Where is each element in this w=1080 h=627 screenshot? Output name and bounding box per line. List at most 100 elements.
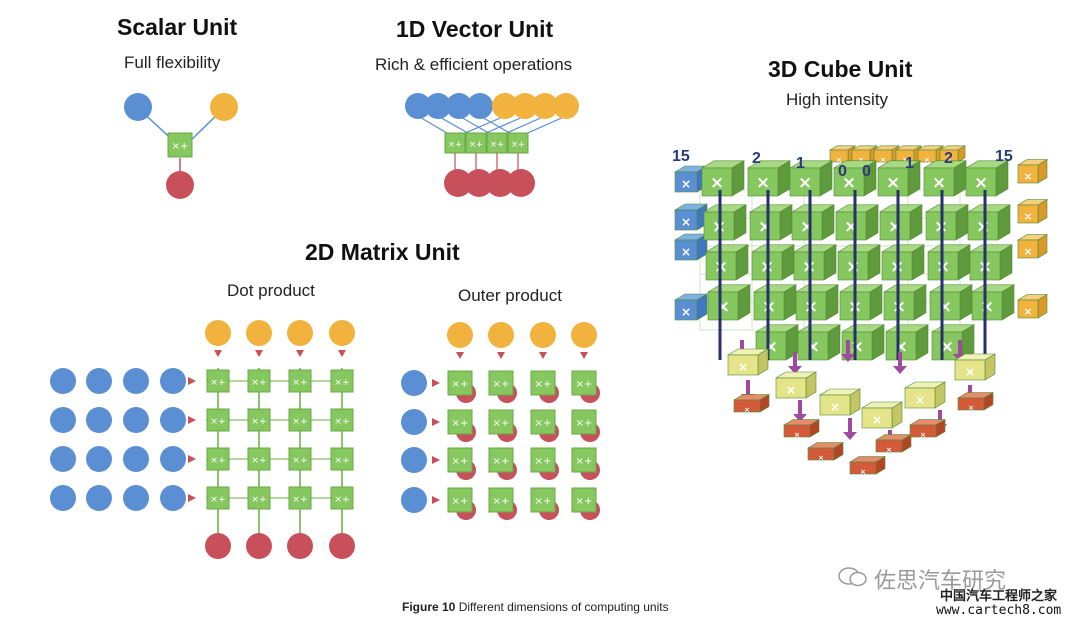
block-front xyxy=(967,211,999,241)
outer-product-diagram: ×+×+×+×+×+×+×+×+×+×+×+×+×+×+×+×+ xyxy=(401,322,600,520)
dot-top-input xyxy=(287,320,313,346)
op-symbol: ×+ xyxy=(251,377,266,388)
purple-arrow-head xyxy=(793,414,807,422)
purple-arrow-head xyxy=(893,366,907,374)
block-symbol: × xyxy=(744,405,750,414)
compute-block: × xyxy=(790,204,836,241)
outer-op: ×+ xyxy=(447,487,473,513)
dot-op: ×+ xyxy=(330,447,354,471)
block-symbol: × xyxy=(798,172,812,192)
block-front xyxy=(791,211,823,241)
vector-input-a xyxy=(405,93,431,119)
op-symbol: ×+ xyxy=(493,456,510,467)
vector-output xyxy=(465,169,493,197)
op-box xyxy=(288,486,312,510)
output-block: × xyxy=(908,419,947,439)
block-front xyxy=(783,424,811,438)
input-a xyxy=(124,93,152,121)
op-symbol: ×+ xyxy=(493,496,510,507)
figure-caption: Figure 10 Different dimensions of comput… xyxy=(402,600,669,614)
op-symbol: ×+ xyxy=(251,455,266,466)
block-front xyxy=(727,354,759,376)
output-block: × xyxy=(874,434,913,454)
top-input-block: × xyxy=(872,145,901,164)
outer-op: ×+ xyxy=(530,487,556,513)
block-front xyxy=(775,377,807,399)
block-symbol: × xyxy=(1023,210,1032,223)
block-symbol: × xyxy=(974,172,988,192)
right-arrow xyxy=(188,455,196,463)
op-symbol: ×+ xyxy=(469,139,483,149)
vector-input-a xyxy=(446,93,472,119)
compute-block: × xyxy=(928,284,974,321)
compute-block: × xyxy=(878,204,924,241)
dot-top-input xyxy=(329,320,355,346)
outer-product-label: Outer product xyxy=(458,286,562,305)
op-symbol: ×+ xyxy=(452,496,469,507)
block-front xyxy=(861,407,893,429)
output-block: × xyxy=(732,394,771,414)
op-box xyxy=(530,447,556,473)
adder-block: × xyxy=(903,381,947,409)
matrix-unit-title: 2D Matrix Unit xyxy=(305,239,460,265)
compute-block: × xyxy=(876,160,922,197)
block-front xyxy=(929,291,961,321)
block-symbol: × xyxy=(786,383,796,397)
block-symbol: × xyxy=(846,256,860,276)
block-front xyxy=(701,167,733,197)
block-front xyxy=(909,424,937,438)
op-symbol: ×+ xyxy=(511,139,525,149)
dot-left-input xyxy=(123,446,149,472)
op-symbol: ×+ xyxy=(334,494,349,505)
outer-left-input xyxy=(401,409,427,435)
compute-block: × xyxy=(750,244,796,281)
op-symbol: ×+ xyxy=(172,141,189,152)
dot-op: ×+ xyxy=(288,408,312,432)
block-front xyxy=(917,149,937,163)
dot-output xyxy=(205,533,231,559)
adder-block: × xyxy=(818,388,862,416)
right-arrow xyxy=(188,416,196,424)
op-box xyxy=(167,132,193,158)
dot-left-input xyxy=(50,446,76,472)
op-box xyxy=(447,370,473,396)
dot-left-input xyxy=(50,407,76,433)
block-symbol: × xyxy=(880,155,886,164)
compute-block: × xyxy=(922,160,968,197)
adder-block: × xyxy=(774,371,818,399)
dot-left-input xyxy=(86,446,112,472)
op-box xyxy=(571,487,597,513)
figure-caption-text: Different dimensions of computing units xyxy=(458,600,669,614)
op-box xyxy=(488,409,514,435)
compute-block: × xyxy=(796,324,842,361)
op-box xyxy=(206,408,230,432)
block-front xyxy=(674,239,698,261)
down-arrow xyxy=(456,352,464,359)
cube-unit-subtitle: High intensity xyxy=(786,90,889,109)
dot-op: ×+ xyxy=(206,447,230,471)
compute-block: × xyxy=(834,204,880,241)
down-arrow xyxy=(296,350,304,357)
cube-unit-diagram: ××××××××××××××××××××××××××××××××××××××××… xyxy=(673,145,1049,476)
op-box xyxy=(488,447,514,473)
op-box xyxy=(288,408,312,432)
dot-left-input xyxy=(160,407,186,433)
compute-block: × xyxy=(748,204,794,241)
output xyxy=(166,171,194,199)
cube-unit-title: 3D Cube Unit xyxy=(768,56,913,82)
block-symbol: × xyxy=(758,216,772,236)
compute-block: × xyxy=(970,284,1016,321)
op-box xyxy=(530,409,556,435)
adder-block: × xyxy=(726,348,770,376)
block-symbol: × xyxy=(818,453,824,462)
dot-op: ×+ xyxy=(330,486,354,510)
dot-left-input xyxy=(50,485,76,511)
op-symbol: ×+ xyxy=(292,494,307,505)
compute-block: × xyxy=(746,160,792,197)
outer-op: ×+ xyxy=(447,409,473,435)
op-box xyxy=(330,369,354,393)
op-symbol: ×+ xyxy=(210,455,225,466)
cube-top-number: 0 xyxy=(862,163,871,180)
block-symbol: × xyxy=(681,215,691,229)
right-input-block: × xyxy=(1016,159,1049,184)
